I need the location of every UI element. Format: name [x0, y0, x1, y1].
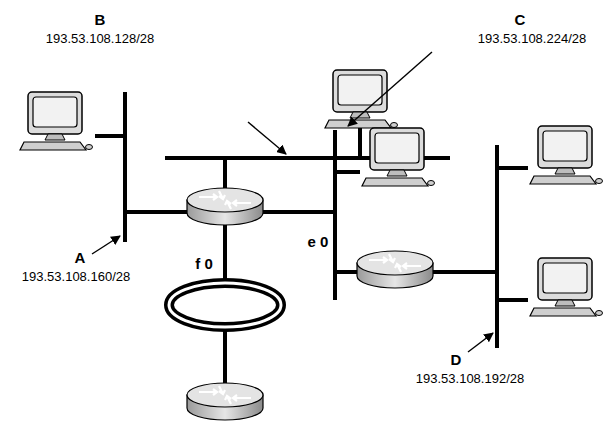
router-d: [357, 251, 433, 288]
computer-a: [20, 92, 93, 150]
computer-d2: [530, 258, 603, 316]
computer-c: [362, 128, 435, 186]
subnet-address: 193.53.108.128/28: [46, 32, 154, 46]
segment-letter: C: [515, 12, 526, 29]
segment-letter: B: [95, 12, 106, 29]
router-ring: [187, 383, 263, 420]
router-main: [187, 188, 263, 225]
subnet-address: 193.53.108.160/28: [22, 270, 130, 284]
computer-b: [325, 70, 398, 128]
token-ring: [169, 283, 281, 327]
segment-letter: D: [451, 352, 462, 369]
interface-name: e 0: [308, 234, 329, 251]
subnet-address: 193.53.108.192/28: [416, 372, 524, 386]
network-wires: [95, 92, 528, 385]
computer-d1: [530, 126, 603, 184]
leader-arrows: [92, 52, 493, 352]
subnet-address: 193.53.108.224/28: [478, 32, 586, 46]
segment-letter: A: [75, 250, 86, 267]
interface-name: f 0: [195, 256, 213, 273]
